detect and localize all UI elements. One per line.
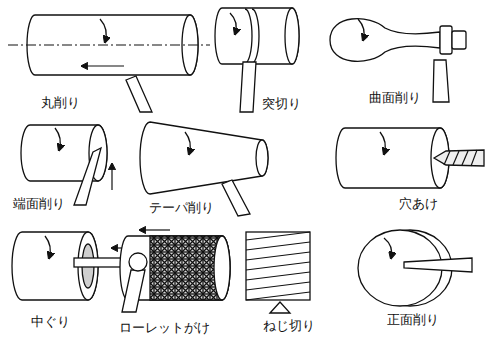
threading-figure-part [246,252,310,260]
taper-turning-figure [140,122,268,216]
operation-label: ねじ切り [262,318,316,334]
parting-figure-part [240,62,256,112]
operation-label: ローレットがけ [118,320,211,336]
turning-figure-part [82,65,124,66]
face-milling-figure-part [404,258,472,272]
facing-figure [21,125,112,205]
face-milling-figure [358,230,472,306]
operation-label: 端面削り [12,196,66,212]
facing-figure-part [111,164,112,190]
drilling-figure [336,128,484,188]
threading-figure-part [246,272,310,280]
facing-figure-part [74,148,101,205]
knurling-figure-part [214,236,230,300]
taper-turning-figure-part [140,122,268,194]
taper-turning-figure-part [185,132,190,154]
threading-figure-part [246,262,310,270]
knurling-figure-part [122,270,145,312]
form-turning-figure-part [433,60,449,102]
drilling-figure-part [453,151,459,165]
turning-figure-part [126,76,152,112]
taper-turning-figure-part [256,140,268,176]
knurling-figure-part [129,253,147,271]
operation-label: 正面削り [386,312,440,328]
threading-figure-part [246,242,310,250]
knurling-figure-part [140,229,170,230]
face-milling-figure-part [384,238,392,258]
threading-figure-part [246,292,310,300]
threading-figure-part [246,232,310,300]
threading-figure-part [246,232,310,240]
parting-figure-part [230,13,236,34]
threading-figure [246,232,310,313]
turning-figure-part [100,19,106,42]
drilling-figure-part [434,150,484,166]
threading-figure-part [270,302,290,313]
drilling-figure-part [462,151,468,165]
form-turning-figure-part [330,19,440,62]
operation-label: 丸削り [40,95,81,111]
parting-figure-part [285,8,299,64]
parting-figure-part [252,9,259,63]
drilling-figure-part [444,151,450,165]
threading-figure-part [246,282,310,290]
turning-figure-part [8,44,210,45]
form-turning-figure-part [440,26,452,54]
parting-figure-part [245,9,252,63]
parting-figure-part [215,8,299,64]
operation-label: 突切り [261,96,302,112]
operation-label: テーパ削り [148,200,215,216]
taper-turning-figure-part [222,180,250,216]
turning-figure [8,15,210,112]
operation-label: 中ぐり [30,314,71,330]
facing-figure-part [55,128,60,150]
operation-label: 曲面削り [368,90,422,106]
boring-figure-part [45,236,50,258]
form-turning-figure-part [452,31,466,49]
form-turning-figure-part [358,19,364,40]
knurling-figure [120,230,230,312]
operation-label: 穴あけ [398,196,439,212]
drilling-figure-part [380,132,385,154]
drilling-figure-part [471,150,477,166]
knurling-figure-part [150,236,230,300]
drilling-figure-part [336,128,449,188]
